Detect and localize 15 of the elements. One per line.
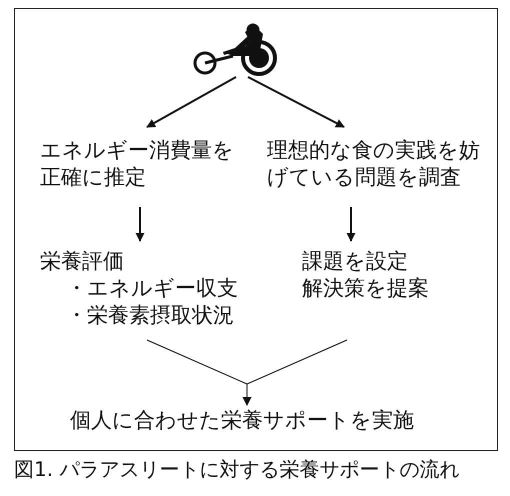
arrow [136, 207, 144, 242]
step-text: 課題を設定 [302, 248, 409, 275]
arrow [242, 340, 348, 406]
step-text: 個人に合わせた栄養サポートを実施 [70, 407, 450, 434]
arrow [346, 207, 356, 242]
bullet-item: ・栄養素摂取状況 [66, 302, 235, 329]
step-text: 理想的な食の実践を妨げている問題を調査 [267, 137, 487, 191]
arrow [146, 76, 236, 128]
step-text: エネルギー消費量を正確に推定 [40, 137, 240, 191]
figure-caption: 図1. パラアスリートに対する栄養サポートの流れ [14, 456, 460, 483]
step-text: 解決策を提案 [302, 275, 430, 302]
step-text: 栄養評価 [40, 248, 125, 275]
wheelchair-athlete-drawing [193, 22, 279, 76]
bullet-item: ・エネルギー収支 [66, 275, 239, 302]
arrow [248, 76, 345, 128]
